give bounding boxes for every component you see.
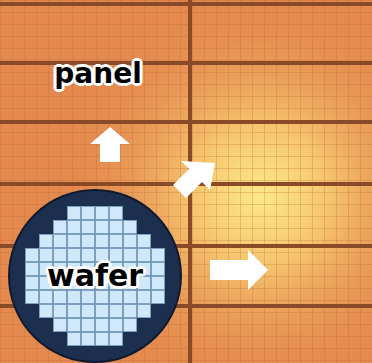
wafer-circle: wafer — [8, 189, 182, 363]
wafer-label: wafer — [47, 258, 143, 293]
panel-label: panel — [54, 57, 141, 90]
